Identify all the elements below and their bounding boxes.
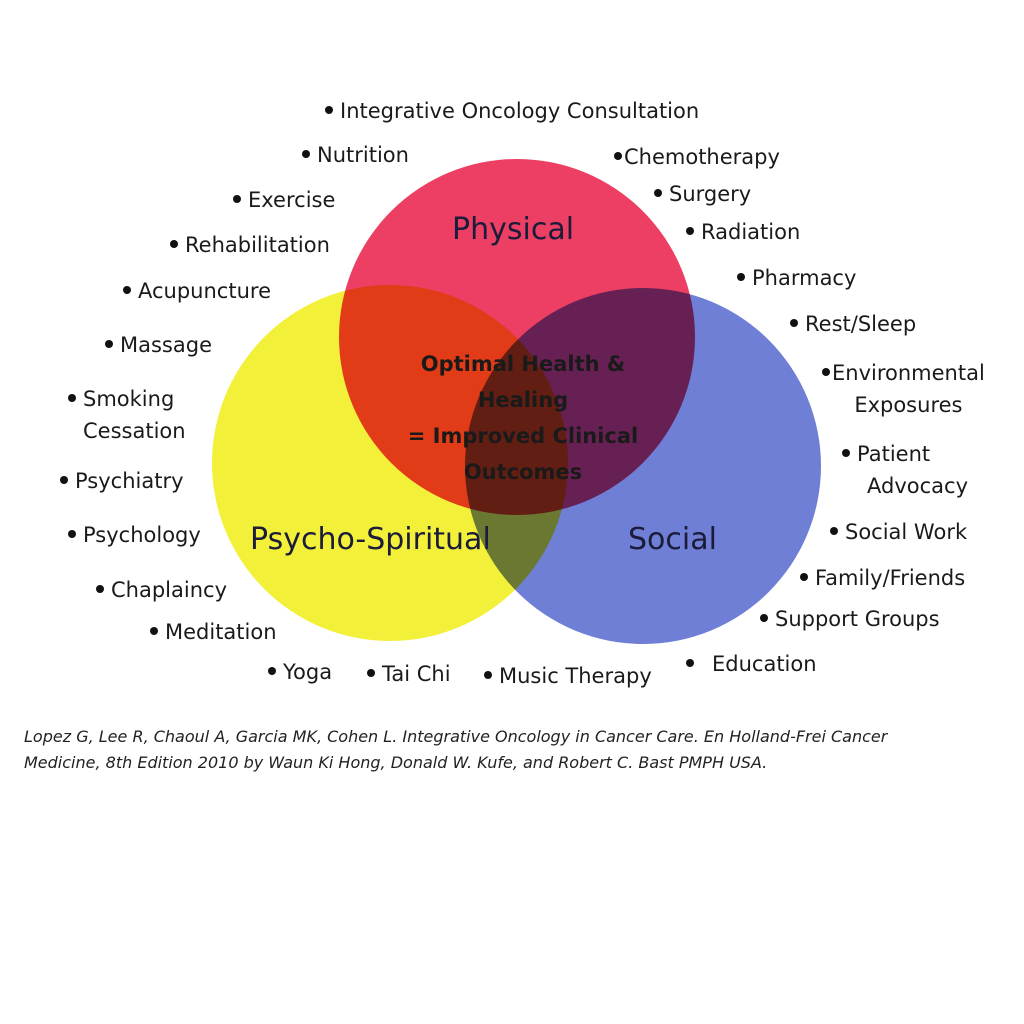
center-line: = Improved Clinical	[407, 424, 639, 448]
item-label: Rest/Sleep	[805, 312, 917, 336]
list-item-meditation: Meditation	[150, 616, 277, 648]
bullet-icon	[830, 527, 838, 535]
center-label: Optimal Health & Healing = Improved Clin…	[392, 346, 654, 490]
item-label: Family/Friends	[815, 566, 966, 590]
item-label: Radiation	[701, 220, 801, 244]
bullet-icon	[614, 152, 622, 160]
list-item-integrative-oncology: Integrative Oncology Consultation	[325, 95, 699, 127]
item-label: Patient	[857, 442, 931, 466]
list-item-support-groups: Support Groups	[760, 603, 940, 635]
bullet-icon	[800, 573, 808, 581]
item-label: Psychiatry	[75, 469, 184, 493]
list-item-massage: Massage	[105, 329, 212, 361]
list-item-nutrition: Nutrition	[302, 139, 409, 171]
item-label: Chemotherapy	[624, 145, 780, 169]
item-label: Yoga	[283, 660, 333, 684]
physical-label: Physical	[452, 212, 575, 247]
center-line: Optimal Health &	[420, 352, 626, 376]
bullet-icon	[842, 449, 850, 457]
bullet-icon	[790, 319, 798, 327]
item-label: Psychology	[83, 523, 201, 547]
item-label: Rehabilitation	[185, 233, 330, 257]
bullet-icon	[105, 340, 113, 348]
item-label: Smoking	[83, 387, 175, 411]
list-item-music-therapy: Music Therapy	[484, 660, 652, 692]
list-item-education: Education	[686, 648, 817, 680]
social-label: Social	[628, 522, 717, 557]
item-label: Nutrition	[317, 143, 409, 167]
bullet-icon	[170, 240, 178, 248]
bullet-icon	[150, 627, 158, 635]
bullet-icon	[60, 476, 68, 484]
bullet-icon	[68, 394, 76, 402]
bullet-icon	[367, 669, 375, 677]
bullet-icon	[484, 671, 492, 679]
psycho-spiritual-label: Psycho-Spiritual	[250, 522, 491, 557]
list-item-psychiatry: Psychiatry	[60, 465, 184, 497]
bullet-icon	[760, 614, 768, 622]
item-label: Chaplaincy	[111, 578, 227, 602]
bullet-icon	[654, 189, 662, 197]
bullet-icon	[302, 150, 310, 158]
list-item-chemotherapy: Chemotherapy	[614, 141, 780, 173]
list-item-family-friends: Family/Friends	[800, 562, 965, 594]
bullet-icon	[96, 585, 104, 593]
item-label: Music Therapy	[499, 664, 652, 688]
list-item-psychology: Psychology	[68, 519, 201, 551]
list-item-exercise: Exercise	[233, 184, 335, 216]
bullet-icon	[737, 273, 745, 281]
bullet-icon	[68, 530, 76, 538]
psycho-spiritual-circle	[212, 285, 568, 641]
citation-line: Lopez G, Lee R, Chaoul A, Garcia MK, Coh…	[24, 727, 888, 746]
list-item-social-work: Social Work	[830, 516, 967, 548]
bullet-icon	[268, 667, 276, 675]
bullet-icon	[325, 106, 333, 114]
item-label: Education	[712, 652, 817, 676]
list-item-radiation: Radiation	[686, 216, 800, 248]
list-item-rehabilitation: Rehabilitation	[170, 229, 330, 261]
item-label: Massage	[120, 333, 212, 357]
item-label: Meditation	[165, 620, 277, 644]
list-item-tai-chi: Tai Chi	[367, 658, 451, 690]
social-circle	[465, 288, 821, 644]
bullet-icon	[233, 195, 241, 203]
item-label: Pharmacy	[752, 266, 857, 290]
citation-line: Medicine, 8th Edition 2010 by Waun Ki Ho…	[24, 753, 768, 772]
item-label: Advocacy	[867, 474, 968, 498]
item-label: Environmental	[832, 361, 985, 385]
bullet-icon	[686, 659, 694, 667]
item-label: Social Work	[845, 520, 968, 544]
list-item-acupuncture: Acupuncture	[123, 275, 271, 307]
list-item-yoga: Yoga	[268, 656, 332, 688]
item-label: Tai Chi	[382, 662, 451, 686]
item-label: Support Groups	[775, 607, 940, 631]
item-label: Integrative Oncology Consultation	[340, 99, 700, 123]
bullet-icon	[822, 368, 830, 376]
list-item-chaplaincy: Chaplaincy	[96, 574, 227, 606]
list-item-surgery: Surgery	[654, 178, 751, 210]
citation: Lopez G, Lee R, Chaoul A, Garcia MK, Coh…	[24, 724, 1004, 776]
bullet-icon	[123, 286, 131, 294]
item-label: Exposures	[854, 393, 963, 417]
item-label: Acupuncture	[138, 279, 271, 303]
item-label: Surgery	[669, 182, 752, 206]
center-line: Healing	[477, 388, 569, 412]
list-item-pharmacy: Pharmacy	[737, 262, 856, 294]
item-label: Cessation	[83, 419, 186, 443]
bullet-icon	[686, 227, 694, 235]
center-line: Outcomes	[463, 460, 583, 484]
item-label: Exercise	[248, 188, 336, 212]
list-item-rest-sleep: Rest/Sleep	[790, 308, 916, 340]
